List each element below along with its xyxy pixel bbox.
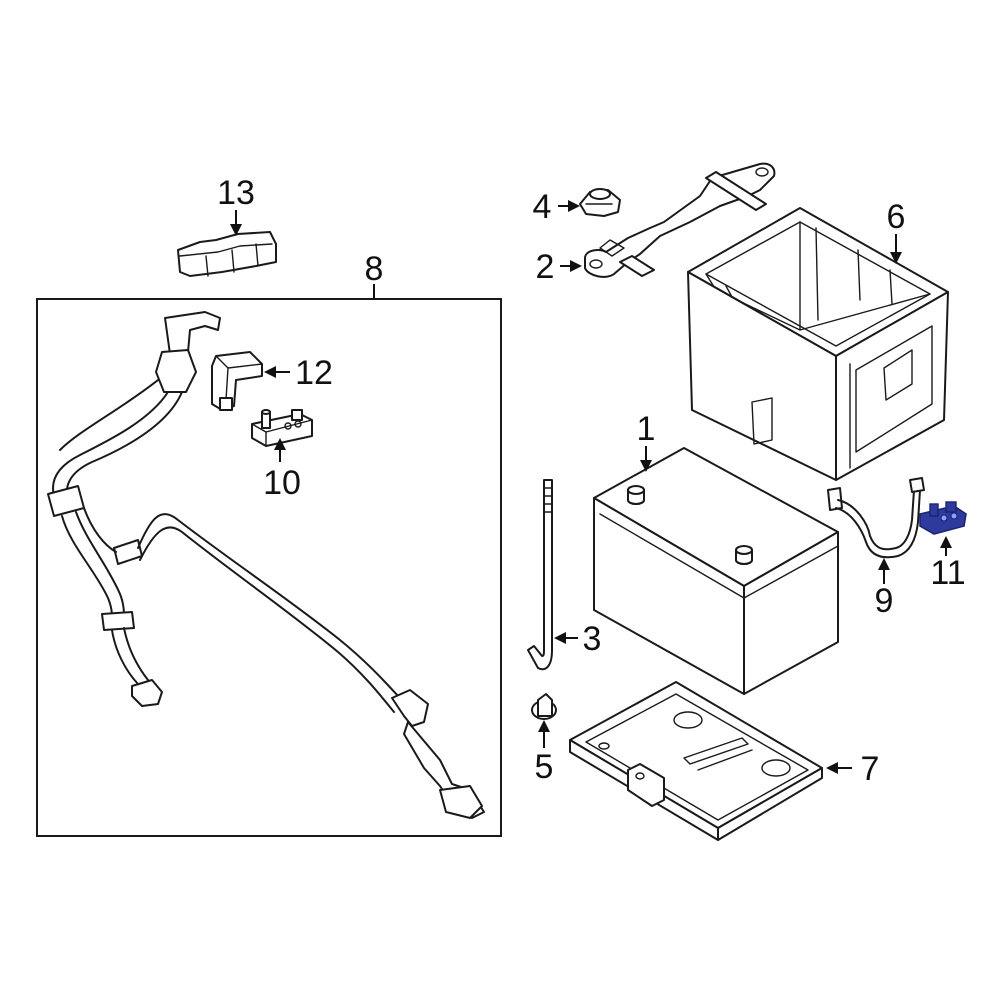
callout-5: 5: [535, 748, 554, 786]
part-2-hold-down-clamp[interactable]: [584, 162, 776, 278]
callout-12: 12: [295, 354, 333, 392]
callout-9: 9: [875, 582, 894, 620]
part-1-battery[interactable]: [593, 447, 839, 695]
callout-4: 4: [533, 188, 552, 226]
callout-10: 10: [263, 464, 301, 502]
part-11-negative-terminal[interactable]: [919, 501, 967, 535]
callout-11: 11: [930, 554, 965, 592]
callout-1: 1: [637, 410, 656, 448]
part-9-ground-cable[interactable]: [827, 477, 925, 559]
part-4-hex-nut[interactable]: [579, 188, 621, 217]
part-7-battery-tray[interactable]: [569, 681, 823, 841]
callout-2: 2: [536, 248, 555, 286]
callout-3: 3: [583, 620, 602, 658]
callout-13: 13: [217, 174, 255, 212]
callout-7: 7: [861, 750, 880, 788]
cable-harness-panel: [36, 298, 502, 837]
part-13-terminal-protector[interactable]: [177, 231, 277, 277]
part-5-push-clip[interactable]: [531, 693, 557, 720]
part-10-positive-terminal[interactable]: [251, 409, 313, 447]
part-6-battery-box[interactable]: [687, 207, 949, 481]
leaders: [230, 200, 952, 774]
part-3-hold-down-rod[interactable]: [527, 479, 553, 671]
part-12-terminal-cover[interactable]: [211, 351, 263, 411]
callout-6: 6: [887, 198, 906, 236]
part-8-battery-cable-harness[interactable]: [47, 311, 485, 819]
callout-8: 8: [365, 250, 384, 288]
